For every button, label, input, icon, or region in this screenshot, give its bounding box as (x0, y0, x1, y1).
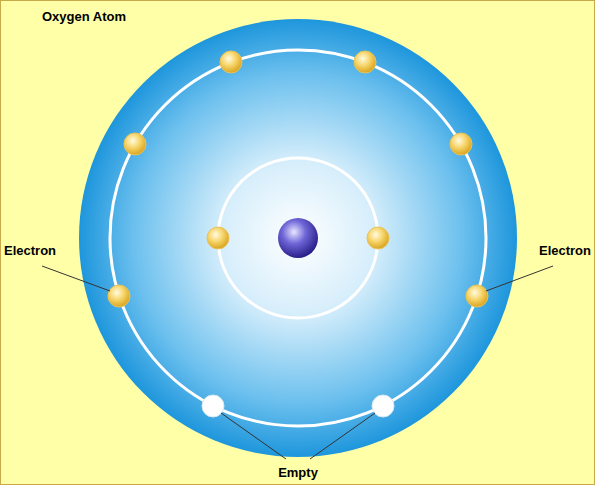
nucleus (278, 218, 318, 258)
callout-label: Electron (539, 244, 591, 258)
outer-orbit (110, 50, 486, 426)
callout-label: Empty (278, 466, 318, 480)
atom-shell (79, 19, 517, 457)
inner-orbit (218, 158, 378, 318)
leader-lines (42, 266, 553, 459)
empty-slots (202, 395, 394, 417)
electrons (108, 51, 488, 307)
diagram-title: Oxygen Atom (42, 10, 126, 24)
callout-label: Electron (4, 244, 56, 258)
